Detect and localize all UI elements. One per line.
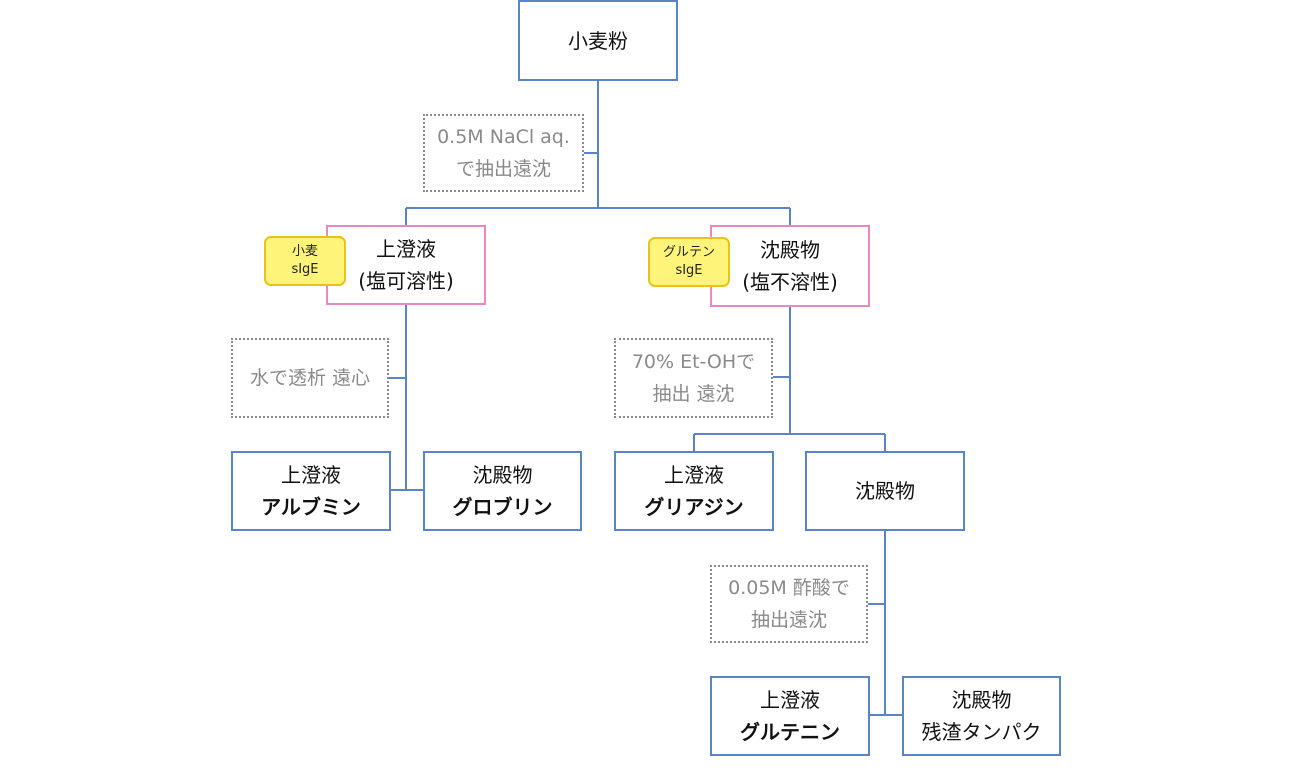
node-glutenin: 上澄液 グルテニン: [710, 676, 870, 756]
procedure-ethanol-extraction: 70% Et-OHで 抽出 遠沈: [614, 338, 773, 418]
procedure-line: 0.05M 酢酸で: [728, 577, 850, 599]
procedure-dialysis: 水で透析 遠心: [231, 338, 389, 418]
node-label: 沈殿物: [951, 688, 1012, 712]
node-label: 上澄液: [281, 463, 341, 487]
protein-name: グルテニン: [740, 720, 840, 744]
tag-line: sIgE: [675, 263, 703, 278]
procedure-line: 水で透析 遠心: [249, 367, 371, 389]
node-label: 沈殿物: [855, 479, 915, 503]
protein-name: グリアジン: [644, 495, 744, 519]
procedure-acetic-acid-extraction: 0.05M 酢酸で 抽出遠沈: [710, 565, 868, 643]
edge-soluble-split: [390, 304, 424, 491]
node-sublabel: 残渣タンパク: [921, 720, 1042, 744]
node-salt-insoluble-precipitate: 沈殿物 (塩不溶性): [710, 225, 870, 307]
tag-gluten-sige: グルテン sIgE: [648, 237, 730, 287]
node-albumin: 上澄液 アルブミン: [231, 451, 391, 531]
node-wheat-flour: 小麦粉: [518, 0, 678, 81]
node-sublabel: (塩不溶性): [742, 270, 838, 294]
tag-wheat-sige: 小麦 sIgE: [264, 236, 346, 286]
procedure-line: 70% Et-OHで: [631, 351, 756, 373]
edge-precip-split: [870, 530, 903, 716]
tag-line: 小麦: [291, 244, 318, 259]
procedure-line: 抽出遠沈: [750, 609, 827, 631]
edge-flour-split: [405, 80, 791, 226]
procedure-line: で抽出遠沈: [455, 158, 551, 180]
protein-name: アルブミン: [261, 495, 361, 519]
node-sublabel: (塩可溶性): [358, 269, 454, 293]
node-label: 沈殿物: [760, 238, 820, 262]
tag-line: sIgE: [291, 262, 319, 277]
node-label: 上澄液: [760, 688, 820, 712]
node-label: 小麦粉: [568, 28, 628, 53]
edge-insoluble-split: [693, 306, 886, 452]
tag-line: グルテン: [662, 245, 715, 260]
node-precipitate: 沈殿物: [805, 451, 965, 531]
procedure-line: 0.5M NaCl aq.: [437, 126, 570, 148]
node-gliadin: 上澄液 グリアジン: [614, 451, 774, 531]
node-label: 沈殿物: [472, 463, 533, 487]
procedure-nacl-extraction: 0.5M NaCl aq. で抽出遠沈: [423, 114, 584, 192]
node-globulin: 沈殿物 グロブリン: [423, 451, 582, 531]
node-label: 上澄液: [664, 463, 724, 487]
protein-name: グロブリン: [452, 495, 553, 519]
procedure-line: 抽出 遠沈: [652, 383, 735, 405]
node-residue-protein: 沈殿物 残渣タンパク: [902, 676, 1061, 756]
node-label: 上澄液: [376, 237, 436, 261]
node-salt-soluble-supernatant: 上澄液 (塩可溶性): [326, 225, 486, 305]
